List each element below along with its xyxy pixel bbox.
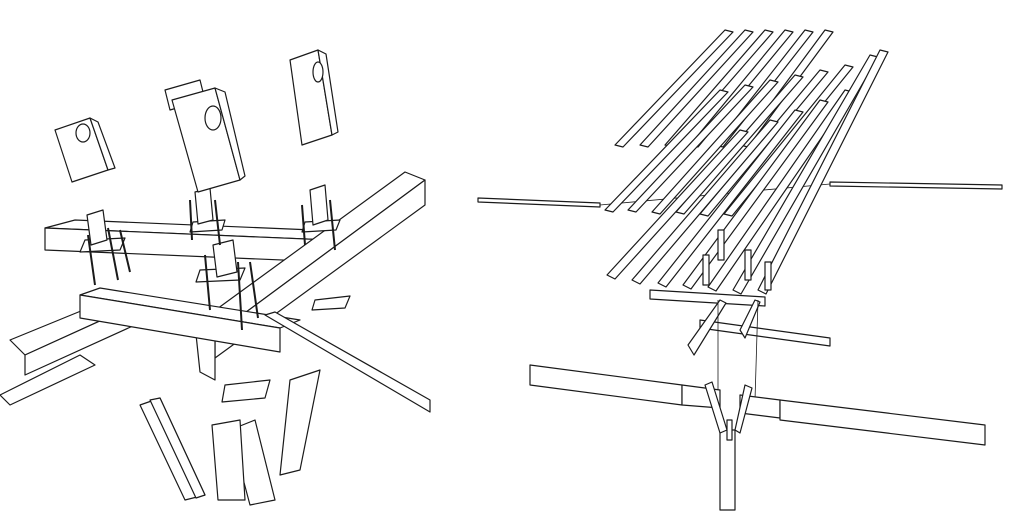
- vertical-posts-small: [702, 229, 772, 291]
- left-exploded-joint: [0, 49, 431, 506]
- bracket-1: [54, 117, 116, 183]
- anchor-rods: [87, 199, 336, 331]
- middle-slats: [604, 64, 854, 217]
- bracket-2: [164, 79, 246, 193]
- diagonal-struts: [139, 369, 321, 506]
- bracket-3: [289, 49, 339, 146]
- rail-beam: [649, 289, 766, 307]
- vertical-fins: [86, 184, 329, 278]
- right-exploded-canopy: [477, 29, 1003, 511]
- lower-beams: [529, 364, 986, 446]
- front-beam: [79, 287, 431, 413]
- steel-brackets: [54, 49, 339, 193]
- lower-slats: [606, 49, 889, 295]
- y-column: [704, 381, 753, 511]
- cross-connector: [687, 299, 831, 420]
